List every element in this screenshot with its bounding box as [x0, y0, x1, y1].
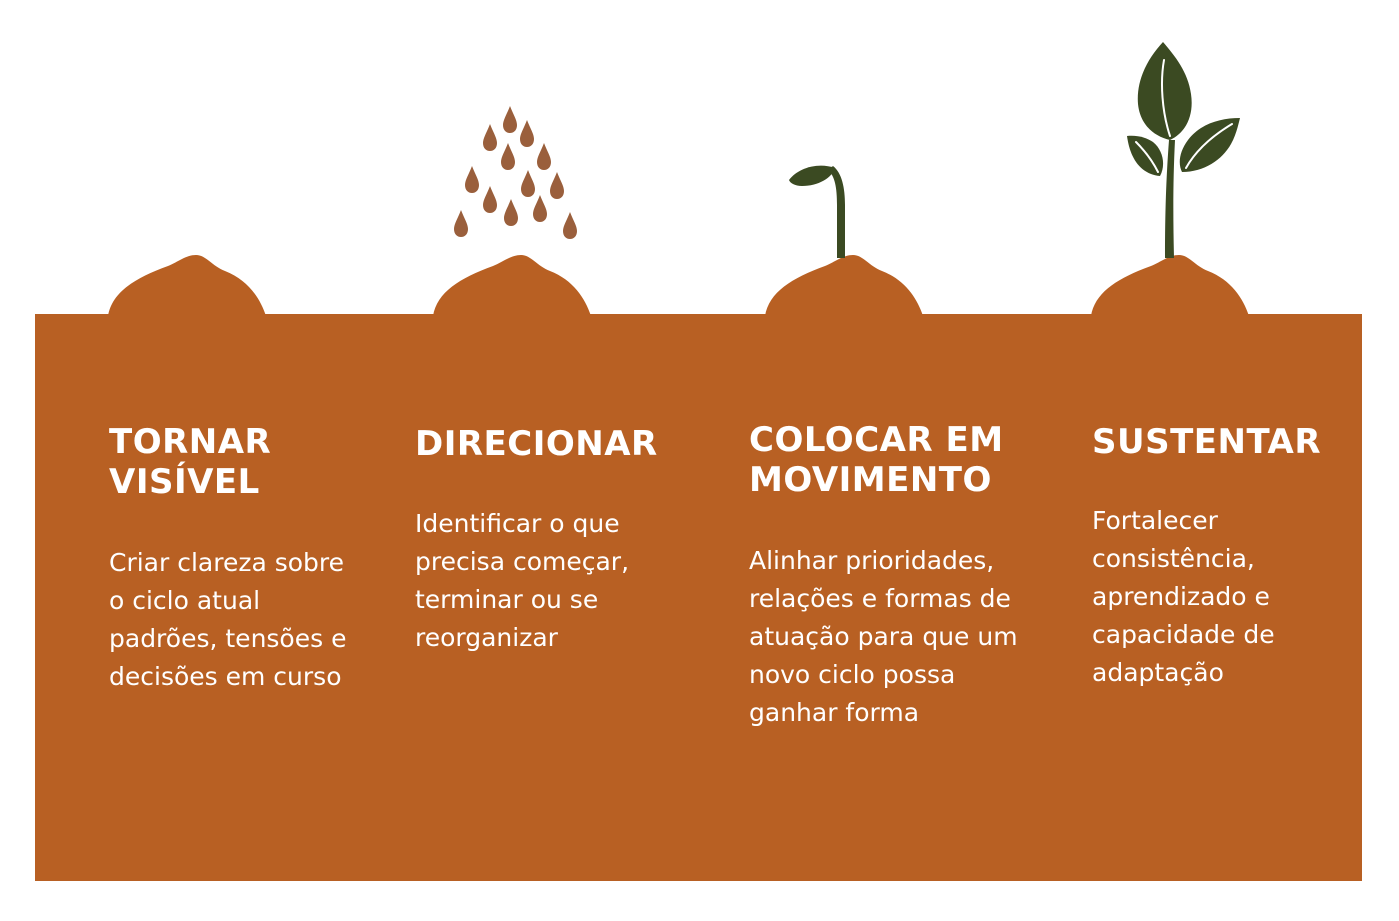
leaf-vein [1161, 59, 1171, 137]
plant-icon [1127, 42, 1240, 258]
seed-drop [537, 143, 551, 170]
stage-description: Alinhar prioridades, relações e formas d… [749, 546, 1018, 727]
seed-drop [504, 199, 518, 226]
soil-mound-2 [433, 255, 591, 316]
stage-title-line-1: TORNAR [109, 422, 272, 462]
soil-mound-1 [108, 255, 266, 316]
stage-title-line-1: SUSTENTAR [1092, 422, 1322, 462]
seed-drop [483, 186, 497, 213]
sprout-icon [789, 165, 845, 258]
plant-leaf-right [1179, 118, 1240, 172]
stage-title: COLOCAR EM MOVIMENTO [749, 420, 1049, 500]
sprout-leaf [789, 165, 835, 186]
stage-tornar-visivel: TORNAR VISÍVEL Criar clareza sobre o cic… [109, 422, 359, 696]
stage-title: TORNAR VISÍVEL [109, 422, 359, 502]
stage-title: DIRECIONAR [415, 424, 675, 464]
stage-direcionar: DIRECIONAR Identificar o que precisa com… [415, 424, 675, 657]
soil-mound-4 [1091, 255, 1249, 316]
seeds-icon [454, 106, 577, 239]
stage-description: Identificar o que precisa começar, termi… [415, 509, 630, 652]
leaf-vein [1185, 123, 1233, 169]
seed-drop [521, 170, 535, 197]
soil-panel [35, 314, 1362, 881]
stage-title: SUSTENTAR [1092, 422, 1352, 462]
plant-stem [1165, 140, 1175, 258]
seed-drop [483, 124, 497, 151]
stage-colocar-em-movimento: COLOCAR EM MOVIMENTO Alinhar prioridades… [749, 420, 1049, 732]
stage-title-line-2: MOVIMENTO [749, 460, 992, 500]
stage-sustentar: SUSTENTAR Fortalecer consistência, apren… [1092, 422, 1352, 692]
plant-leaf-top [1137, 42, 1192, 140]
seed-drop [563, 212, 577, 239]
stage-title-line-2: VISÍVEL [109, 462, 260, 502]
seed-drop [503, 106, 517, 133]
stage-description: Criar clareza sobre o ciclo atual padrõe… [109, 548, 347, 691]
sprout-bud [837, 211, 845, 219]
seed-drop [520, 120, 534, 147]
sprout-stem [828, 166, 845, 258]
stage-description: Fortalecer consistência, aprendizado e c… [1092, 506, 1275, 687]
seed-drop [501, 143, 515, 170]
stage-title-line-1: COLOCAR EM [749, 420, 1004, 460]
leaf-vein [1135, 141, 1159, 173]
seed-drop [550, 172, 564, 199]
seed-drop [454, 210, 468, 237]
seed-drop [465, 166, 479, 193]
stage-title-line-1: DIRECIONAR [415, 424, 658, 464]
seed-drop [533, 195, 547, 222]
soil-mound-3 [765, 255, 923, 316]
leaf-veins [1135, 59, 1233, 173]
